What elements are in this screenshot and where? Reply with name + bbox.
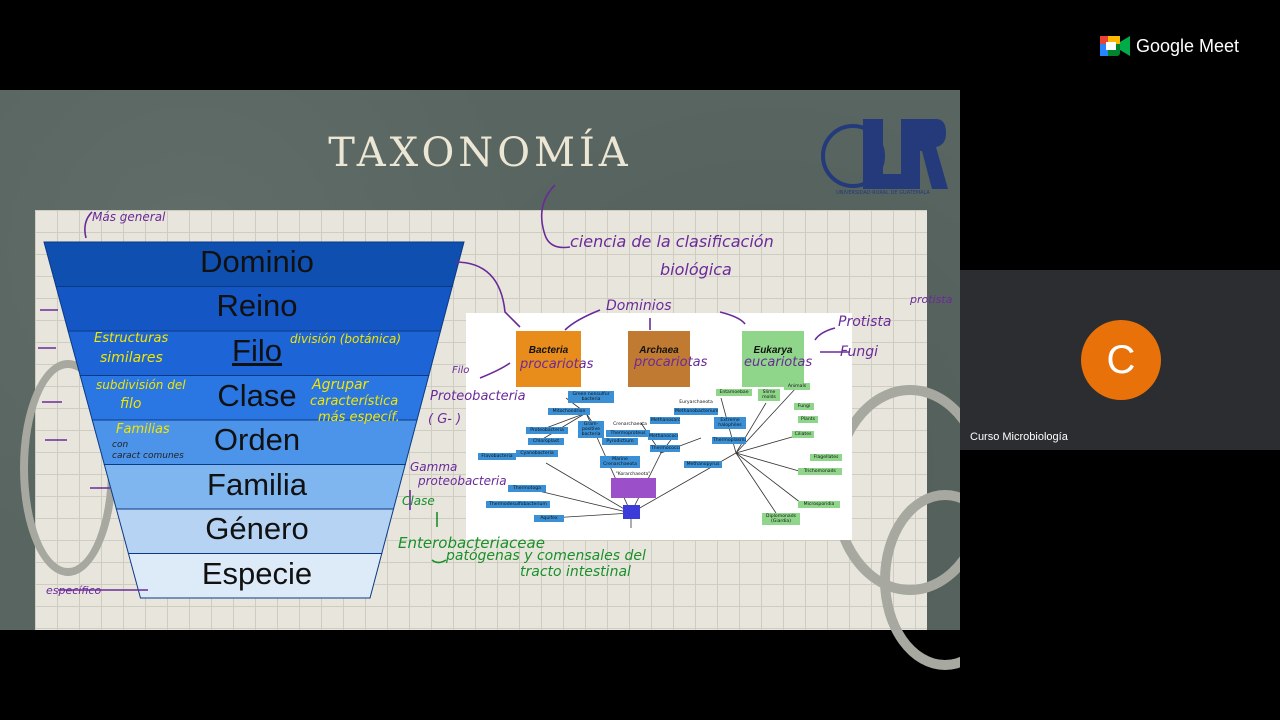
note-ciencia: ciencia de la clasificación [570,232,774,251]
participant-avatar: C [1081,320,1161,400]
tree-node: Extreme halophiles [714,417,746,429]
pyramid-level-band [127,553,383,599]
tree-root-highlight [611,478,656,498]
tree-node: Euryarchaeota [679,400,713,405]
domain-bacteria: Bacteria [516,331,581,387]
level-clase: Clase [217,378,297,413]
tree-node: Crenarchaeota [613,422,647,427]
note-biologica: biológica [660,260,732,279]
level-genero: Género [205,511,309,546]
note-mas-especif: más específ. [318,410,400,425]
logo-caption: UNIVERSIDAD RURAL DE GUATEMALA [836,190,930,196]
tree-node: Chloroplast [528,438,564,445]
note-tracto: tracto intestinal [520,564,631,580]
tree-node: Thermoproteus [606,430,650,437]
meet-app-name: Google Meet [1136,36,1240,56]
logo-u-mark [863,119,919,189]
note-enterobacteriaceae: Enterobacteriaceae [398,534,545,552]
note-procariotas-bacteria: procariotas [520,357,594,372]
note-similares: similares [100,350,163,366]
tree-node: Proteobacteria [526,427,568,434]
note-protista: Protista [838,314,892,330]
tree-node: Thermotoga [508,485,546,492]
tree-node: Entamoebae [716,389,752,396]
tree-root-marker [623,505,640,519]
tree-node: Gram-positive bacteria [578,421,604,438]
level-familia: Familia [207,467,307,502]
note-gamma: Gamma [410,460,458,474]
tree-node: Cyanobacteria [516,450,558,457]
tree-node: Trichomonads [798,468,842,475]
tree-node: Thermoplasma [712,437,746,444]
tree-node: Methanobacterium [674,408,718,415]
note-estructuras: Estructuras [94,331,169,346]
level-filo: Filo [232,333,282,368]
domain-archaea-label: Archaea [639,345,679,356]
domain-archaea: Archaea [628,331,690,387]
level-reino: Reino [216,288,298,323]
google-meet-icon [1100,36,1130,56]
tree-node: Microsporidia [798,501,840,508]
domain-bacteria-label: Bacteria [528,345,569,356]
level-dominio: Dominio [200,244,314,279]
tree-node: "Korarchaeota" [615,472,651,477]
level-orden: Orden [213,422,301,457]
note-clase: Clase [402,494,435,508]
tree-node: Marine Crenarchaeota [600,456,640,468]
note-gamma-proteobacteria: proteobacteria [418,474,507,488]
domain-eukarya-label: Eukarya [753,345,793,356]
taxonomy-pyramid [43,241,465,599]
tree-node: Pyrodictium [602,438,638,445]
tree-node: Methanosarcina [650,417,680,424]
tree-node: Aquifex [534,515,564,522]
slide-title: TAXONOMÍA [328,130,632,176]
note-familias: Familias [116,422,170,437]
tree-node: Plants [798,416,818,423]
note-division: división (botánica) [290,332,402,346]
note-mas-general: Más general [92,210,166,224]
tree-node: Fungi [794,403,814,410]
note-con: con [112,440,129,450]
note-caracteristica: característica [310,394,399,409]
note-fungi: Fungi [840,344,879,360]
note-protista-right: protista [910,293,953,306]
tree-node: Methanopyrus [684,461,722,468]
note-gram-negative: ( G- ) [428,412,462,427]
tree-node: Animals [784,383,810,390]
logo-r-mark [906,119,948,189]
tree-node: Ciliates [792,431,814,438]
level-especie: Especie [201,556,313,591]
tree-node: Thermodesulfobacterium [486,501,550,508]
note-filo: Filo [452,365,470,376]
tree-node: Diplomonads (Giardia) [762,513,800,525]
university-logo [821,119,948,189]
note-patogenas: patógenas y comensales del [446,548,646,564]
phylogenetic-tree-image: Bacteria Archaea Eukarya Green nonsulfur… [466,313,852,540]
note-dominios: Dominios [606,298,672,314]
tree-node: Slime molds [758,389,780,401]
tree-node: Methanococcus [648,433,678,440]
tree-node: Flavobacteria [478,453,516,460]
tree-node: Green nonsulfur bacteria [568,391,614,403]
domain-eukarya: Eukarya [742,331,804,387]
note-eucariotas: eucariotas [744,355,813,370]
tree-node: Flagellates [810,454,842,461]
note-procariotas-archaea: procariotas [634,355,708,370]
tree-node: Thermococcus [650,445,680,452]
note-subdivision-filo: filo [120,396,142,412]
note-subdivision: subdivisión del [96,378,186,392]
note-especifico: específico [46,584,102,597]
note-agrupar: Agrupar [312,377,369,393]
tree-node: Mitochondrion [548,408,590,415]
participant-name: Curso Microbiología [970,431,1068,443]
note-caract-comunes: caract comunes [112,451,184,461]
note-proteobacteria: Proteobacteria [430,389,526,404]
